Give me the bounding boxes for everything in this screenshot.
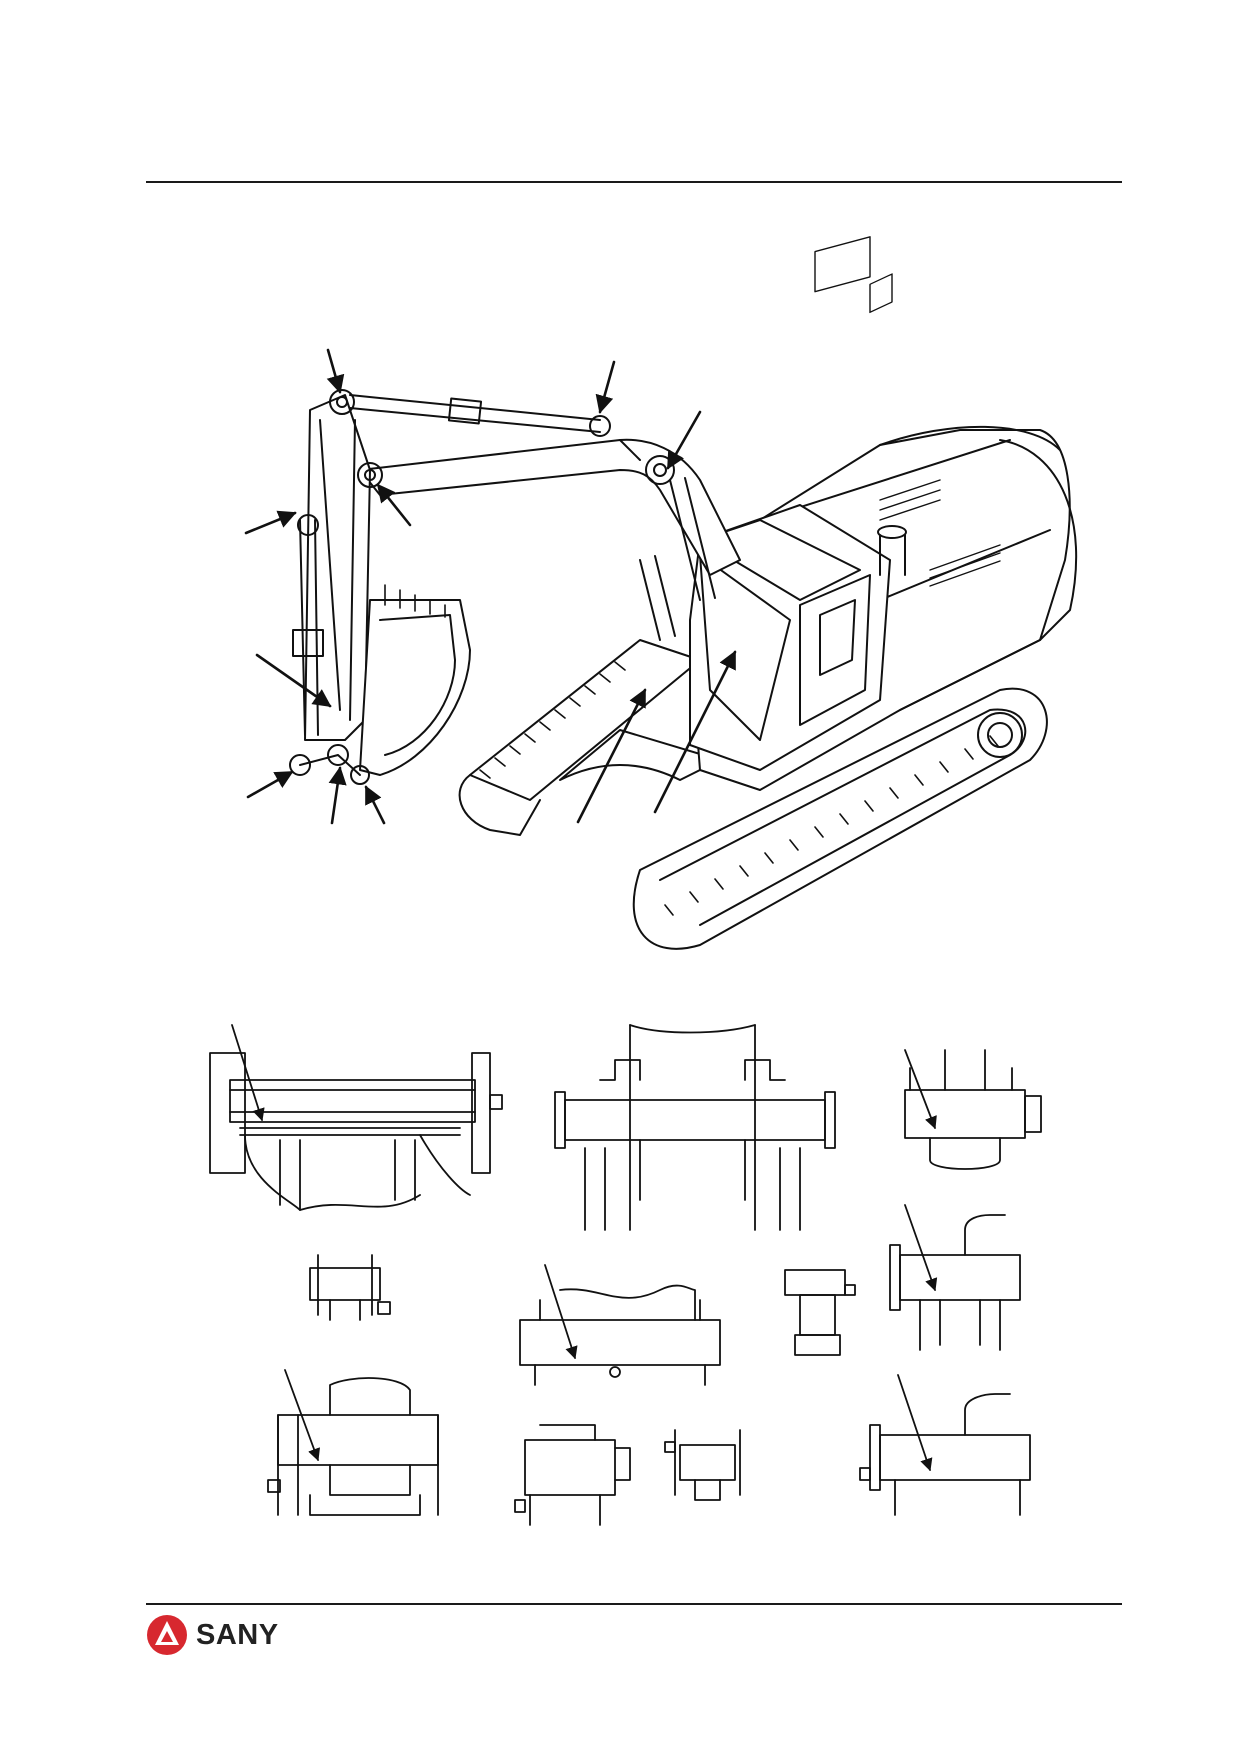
callout-arrows (244, 348, 737, 825)
header-rule (146, 181, 1122, 183)
detail-view (519, 1264, 721, 1386)
detail-view (859, 1374, 1031, 1516)
detail-view (784, 1269, 856, 1356)
brand-logo: SANY (146, 1614, 279, 1656)
detail-view (267, 1369, 439, 1516)
footer-rule (146, 1603, 1122, 1605)
detail-view (889, 1204, 1021, 1351)
detail-view (664, 1429, 741, 1501)
detail-views (209, 1024, 1042, 1526)
detail-view (554, 1024, 836, 1231)
excavator-drawing (289, 236, 1078, 950)
brand-wordmark: SANY (196, 1618, 279, 1651)
sany-logo-icon (147, 1615, 187, 1655)
detail-view (514, 1424, 631, 1526)
detail-view (904, 1049, 1042, 1170)
detail-view (309, 1254, 391, 1321)
detail-view (209, 1024, 503, 1211)
